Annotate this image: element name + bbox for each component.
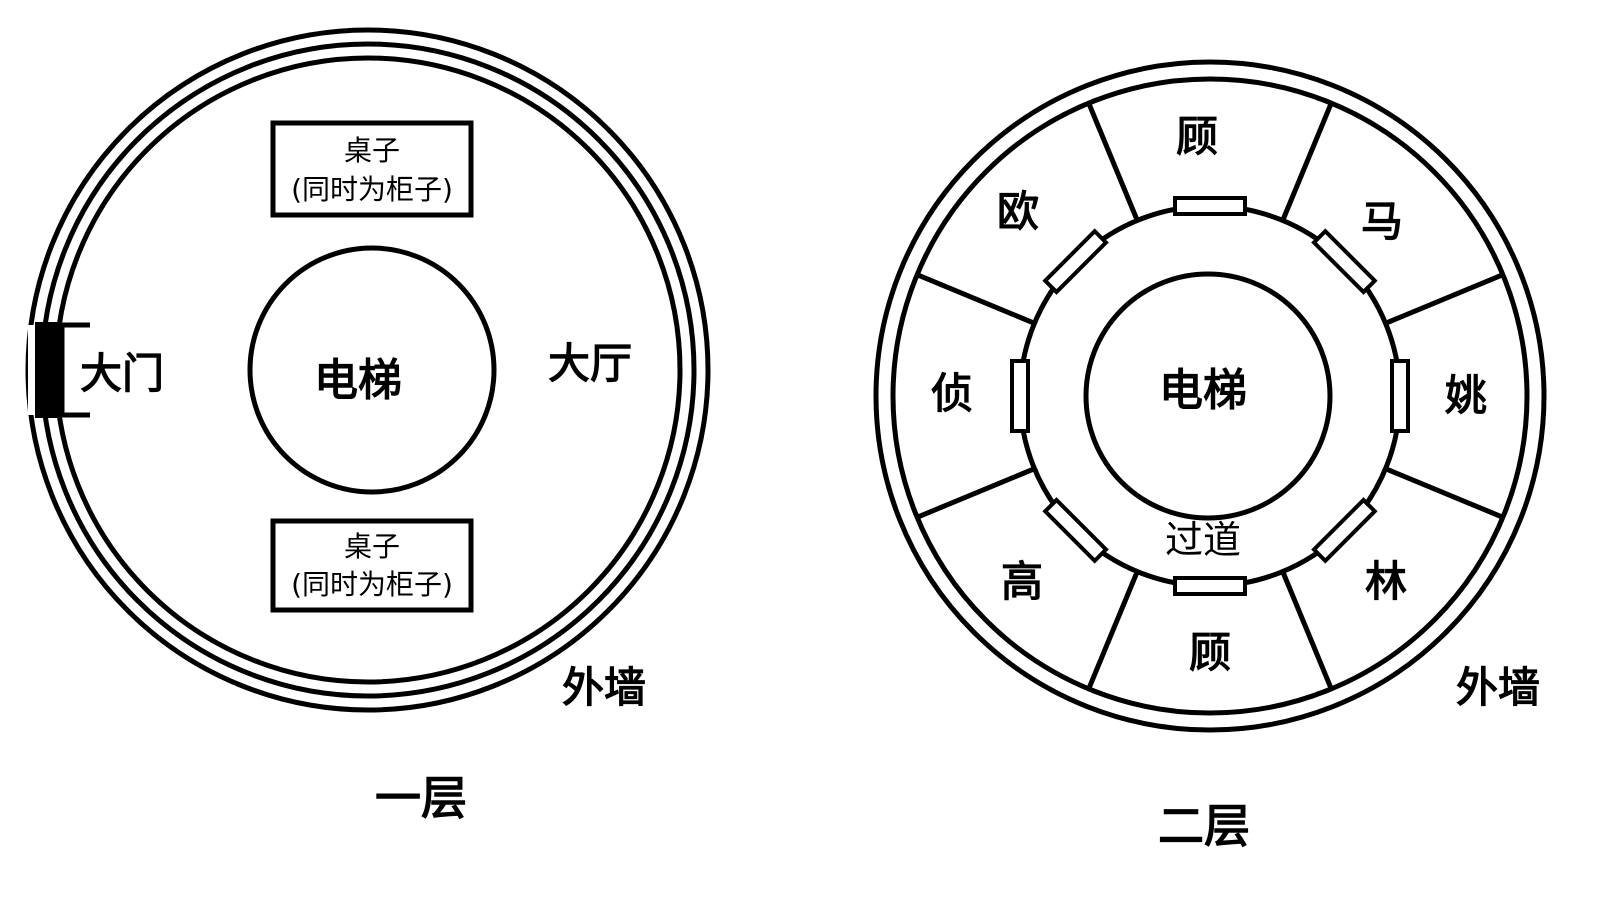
floor2-room-label-west: 侦 xyxy=(931,369,973,418)
floor2-elevator[interactable] xyxy=(1083,271,1333,521)
floor1-gate-door[interactable] xyxy=(35,322,62,418)
floor1-title: 一层 xyxy=(375,771,467,825)
floor2-outer-wall-label: 外墙 xyxy=(1456,663,1540,712)
floor2-corridor-label: 过道 xyxy=(1165,518,1241,562)
floor2-room-divider-north-east xyxy=(1280,102,1334,222)
floor2-room-label-north: 顾 xyxy=(1176,112,1218,161)
floor2-room-door-northwest[interactable] xyxy=(1042,228,1109,295)
floor2-room-door-southwest[interactable] xyxy=(1042,497,1109,564)
floor2-room-door-south[interactable] xyxy=(1173,576,1247,596)
floor1-outer-wall-label: 外墙 xyxy=(562,663,646,712)
floor1-elevator[interactable] xyxy=(247,245,497,495)
floor2-outer-wall-ring-1 xyxy=(873,59,1547,733)
floor2-room-label-south: 顾 xyxy=(1189,628,1231,677)
floor2-room-door-west[interactable] xyxy=(1010,359,1030,433)
floor2-room-label-southwest: 高 xyxy=(1001,557,1043,606)
floor1-table-bottom-note: (同时为柜子) xyxy=(291,568,453,601)
floor2-plan: 顾 马 姚 林 顾 高 侦 欧 电梯 过道 外墙 二层 xyxy=(873,59,1547,853)
floor2-title: 二层 xyxy=(1158,799,1250,853)
floor2-room-door-east[interactable] xyxy=(1390,359,1410,433)
floor2-room-divider-south-east xyxy=(1280,570,1334,690)
floor2-room-dividers xyxy=(916,102,1504,690)
floor1-table-top-note: (同时为柜子) xyxy=(291,173,453,206)
floor1-table-top[interactable] xyxy=(270,120,474,218)
floor2-room-door-northeast[interactable] xyxy=(1311,228,1378,295)
floor2-outer-wall-ring-2 xyxy=(890,76,1530,716)
floor2-room-divider-north-west xyxy=(1086,102,1140,222)
floor1-elevator-label: 电梯 xyxy=(314,355,402,406)
floor1-table-bottom-label: 桌子 xyxy=(344,530,400,563)
floor2-elevator-label: 电梯 xyxy=(1159,365,1247,416)
floor1-table-bottom[interactable] xyxy=(270,518,474,613)
floor2-room-divider-west-north xyxy=(916,272,1036,326)
floor2-room-label-southeast: 林 xyxy=(1365,557,1407,606)
floor1-hall-label: 大厅 xyxy=(548,339,632,388)
floor1-gate-label: 大门 xyxy=(80,349,164,398)
floor2-room-divider-south-west xyxy=(1086,570,1140,690)
floor2-room-door-southeast[interactable] xyxy=(1311,497,1378,564)
floor2-room-divider-east-south xyxy=(1384,466,1504,520)
floor2-room-divider-west-south xyxy=(916,466,1036,520)
floor2-room-label-northeast: 马 xyxy=(1361,197,1403,246)
floor2-room-door-north[interactable] xyxy=(1173,196,1247,216)
floor2-room-label-northwest: 欧 xyxy=(997,187,1039,236)
floor1-table-top-label: 桌子 xyxy=(344,134,400,167)
floor2-room-label-east: 姚 xyxy=(1444,371,1487,420)
floor2-room-doors xyxy=(1010,196,1410,596)
floor1-plan: 电梯 桌子 (同时为柜子) 桌子 (同时为柜子) 大门 大厅 外墙 一层 xyxy=(25,27,711,825)
floor2-room-divider-east-north xyxy=(1384,272,1504,326)
